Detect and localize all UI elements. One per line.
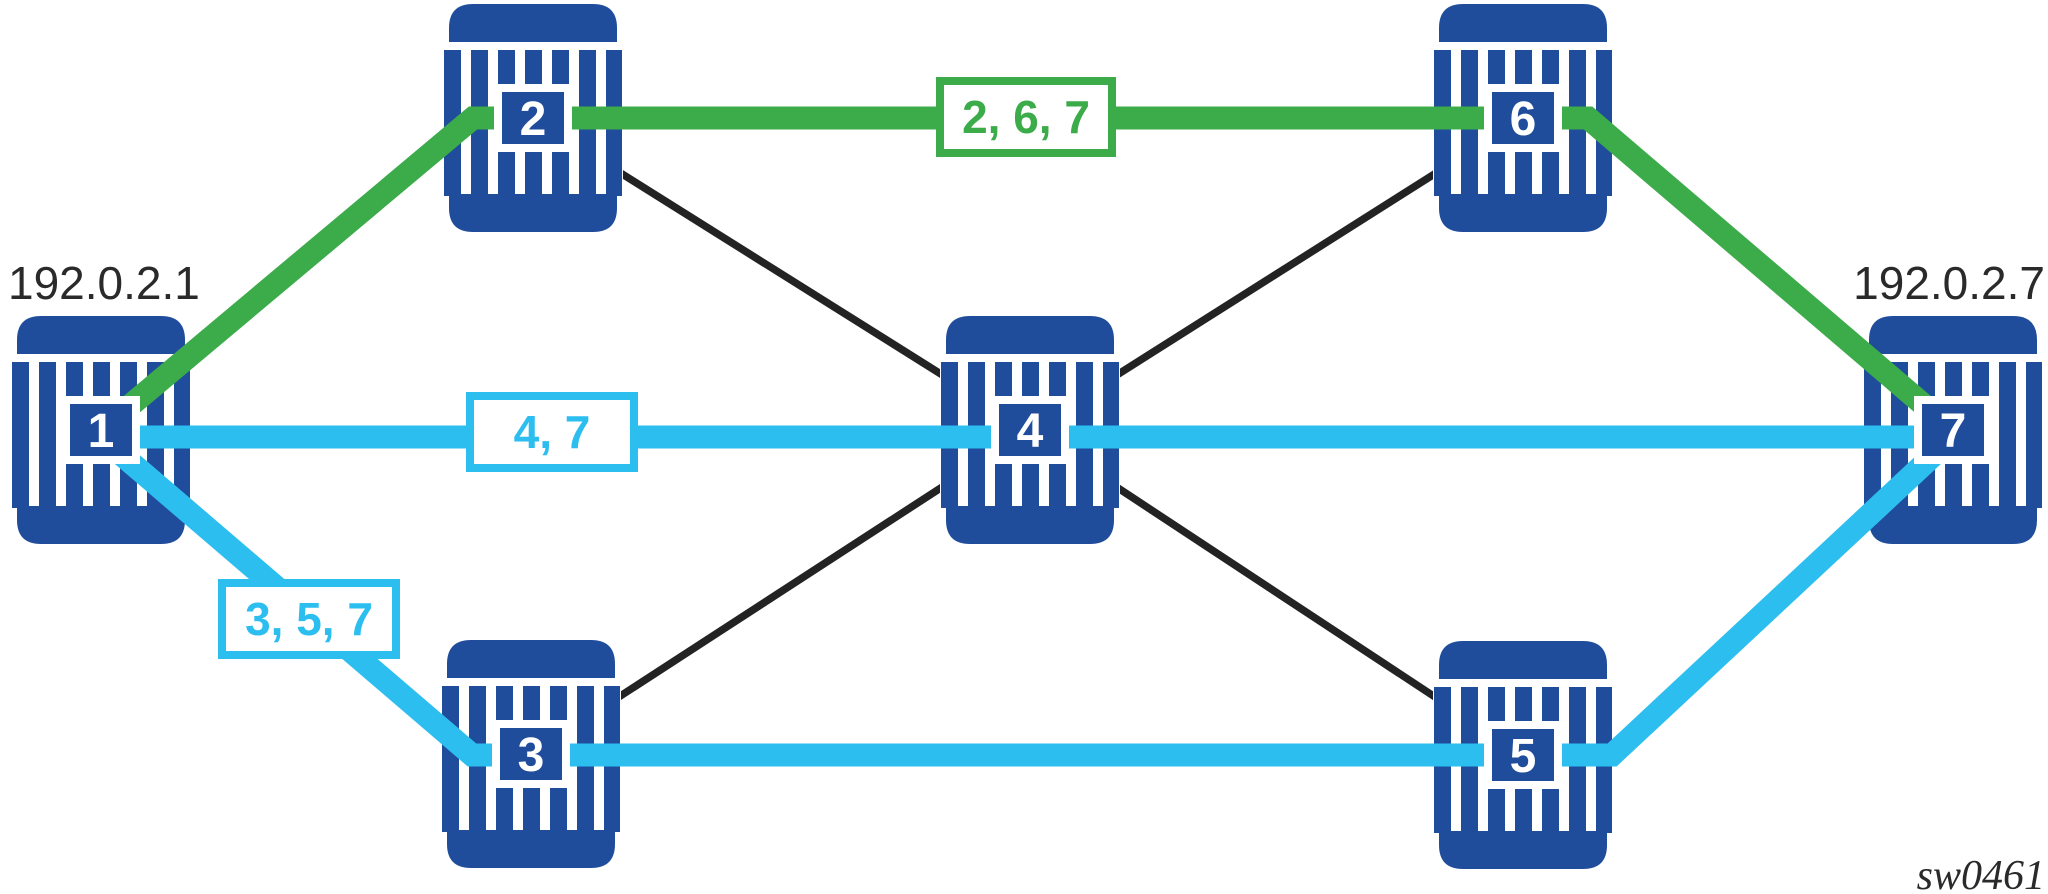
router-6-number: 6 <box>1510 93 1537 146</box>
router-4-number: 4 <box>1017 405 1044 458</box>
router-1-number: 1 <box>88 405 115 458</box>
router-node-7: 7 <box>1914 396 1992 464</box>
router-2-number: 2 <box>520 93 547 146</box>
path-labels-layer: 2, 6, 7 4, 7 3, 5, 7 <box>218 77 1116 659</box>
figure-id-label: sw0461 <box>1917 853 2045 894</box>
router-5-number: 5 <box>1510 730 1537 783</box>
path-label-cyan-lower-text: 3, 5, 7 <box>245 593 373 645</box>
router-node-5: 5 <box>1484 721 1562 789</box>
router-3-number: 3 <box>518 729 545 782</box>
router-node-2: 2 <box>494 84 572 152</box>
destination-ip-label: 192.0.2.7 <box>1853 257 2045 309</box>
path-label-green: 2, 6, 7 <box>936 77 1116 157</box>
router-node-1: 1 <box>62 396 140 464</box>
annotations-layer: 192.0.2.1 192.0.2.7 sw0461 <box>8 257 2045 894</box>
path-label-cyan-middle-text: 4, 7 <box>514 406 591 458</box>
router-7-number: 7 <box>1940 405 1967 458</box>
router-node-3: 3 <box>492 720 570 788</box>
router-node-6: 6 <box>1484 84 1562 152</box>
path-label-cyan-lower: 3, 5, 7 <box>218 579 400 659</box>
router-node-4: 4 <box>991 396 1069 464</box>
router-badges-layer: 1 2 3 4 5 6 7 <box>62 84 1992 789</box>
source-ip-label: 192.0.2.1 <box>8 257 200 309</box>
path-label-green-text: 2, 6, 7 <box>962 91 1090 143</box>
path-label-cyan-middle: 4, 7 <box>466 392 638 472</box>
